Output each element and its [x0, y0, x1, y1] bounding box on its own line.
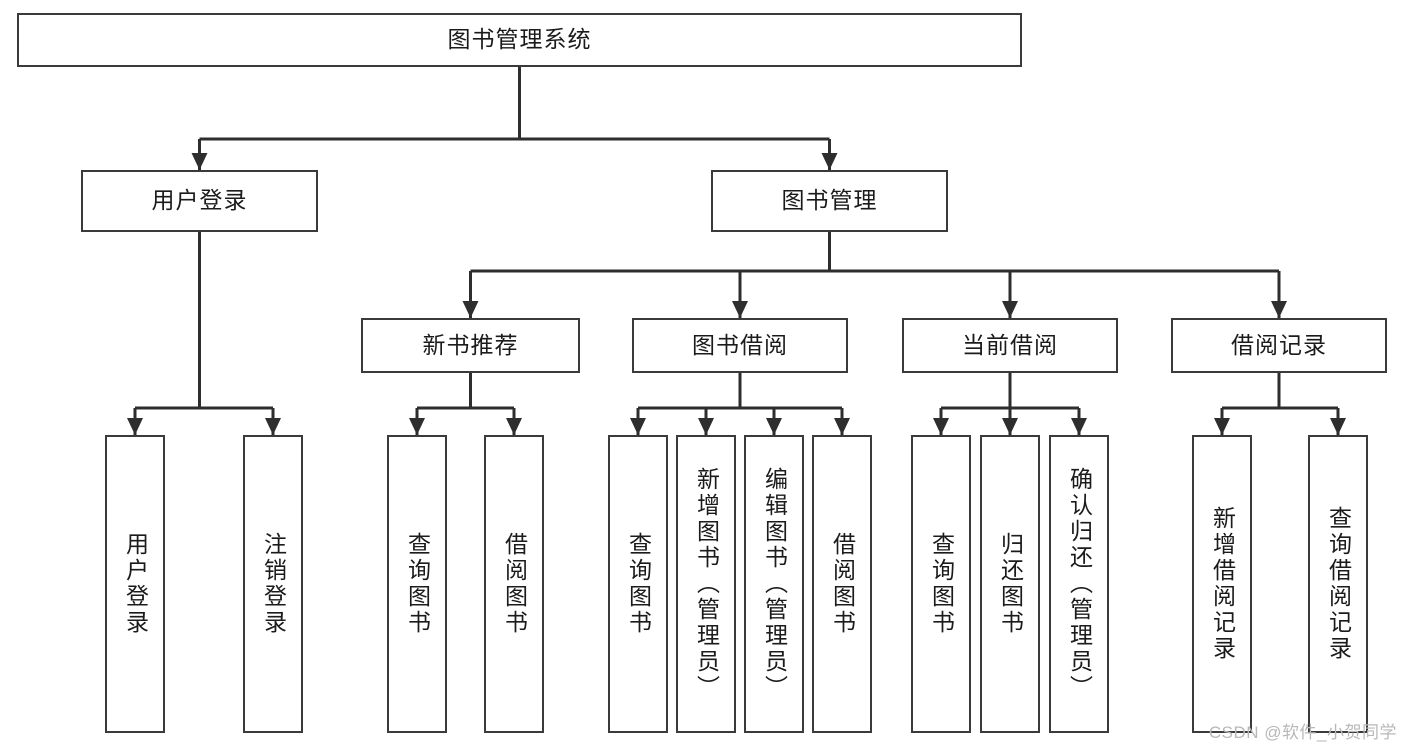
arrow-head — [698, 418, 714, 435]
node-l-nb-borrow[interactable]: 借阅图书 — [484, 435, 544, 733]
node-label: 新书推荐 — [422, 331, 519, 358]
node-label: 新增图书（管理员） — [693, 467, 720, 701]
node-records[interactable]: 借阅记录 — [1171, 318, 1387, 373]
arrow-head — [1214, 418, 1230, 435]
arrow-head — [1330, 418, 1346, 435]
arrow-head — [462, 301, 479, 318]
node-label: 归还图书 — [997, 532, 1024, 636]
node-label: 查询图书 — [625, 532, 652, 636]
arrow-head — [265, 418, 281, 435]
arrow-head — [506, 418, 522, 435]
node-root[interactable]: 图书管理系统 — [17, 13, 1022, 67]
node-label: 注销登录 — [260, 532, 287, 636]
arrow-head — [821, 153, 838, 170]
node-l-logout[interactable]: 注销登录 — [243, 435, 303, 733]
node-bookmgmt[interactable]: 图书管理 — [711, 170, 948, 232]
node-label: 新增借阅记录 — [1209, 506, 1236, 662]
node-label: 借阅记录 — [1231, 331, 1327, 358]
node-label: 用户登录 — [151, 187, 248, 214]
node-label: 借阅图书 — [829, 532, 856, 636]
node-label: 当前借阅 — [962, 331, 1058, 358]
node-l-nb-query[interactable]: 查询图书 — [387, 435, 447, 733]
node-label: 查询图书 — [928, 532, 955, 636]
node-label: 图书管理 — [781, 187, 878, 214]
arrow-head — [1071, 418, 1087, 435]
node-label: 图书借阅 — [692, 331, 788, 358]
arrow-head — [127, 418, 143, 435]
node-label: 确认归还（管理员） — [1066, 467, 1093, 701]
node-l-bk-add[interactable]: 新增图书（管理员） — [676, 435, 736, 733]
node-label: 查询借阅记录 — [1325, 506, 1352, 662]
node-l-cu-query[interactable]: 查询图书 — [911, 435, 971, 733]
arrow-head — [409, 418, 425, 435]
arrow-head — [630, 418, 646, 435]
node-l-bk-query[interactable]: 查询图书 — [608, 435, 668, 733]
node-newbook[interactable]: 新书推荐 — [361, 318, 580, 373]
node-login[interactable]: 用户登录 — [81, 170, 318, 232]
arrow-head — [766, 418, 782, 435]
arrow-head — [1002, 418, 1018, 435]
arrow-head — [834, 418, 850, 435]
arrow-head — [732, 301, 748, 318]
node-label: 图书管理系统 — [447, 26, 592, 53]
node-label: 用户登录 — [122, 532, 149, 636]
node-l-bk-borrow[interactable]: 借阅图书 — [812, 435, 872, 733]
node-l-userlogin[interactable]: 用户登录 — [105, 435, 165, 733]
arrow-head — [1002, 301, 1018, 318]
node-l-cu-return[interactable]: 归还图书 — [980, 435, 1040, 733]
arrow-head — [933, 418, 949, 435]
node-label: 查询图书 — [404, 532, 431, 636]
node-label: 借阅图书 — [501, 532, 528, 636]
node-current[interactable]: 当前借阅 — [902, 318, 1118, 373]
node-l-cu-confirm[interactable]: 确认归还（管理员） — [1049, 435, 1109, 733]
node-borrow[interactable]: 图书借阅 — [632, 318, 848, 373]
node-label: 编辑图书（管理员） — [761, 467, 788, 701]
arrow-head — [191, 153, 208, 170]
watermark-text: CSDN @软件_小贺同学 — [1208, 723, 1397, 742]
node-l-rc-add[interactable]: 新增借阅记录 — [1192, 435, 1252, 733]
arrow-head — [1271, 301, 1287, 318]
node-l-rc-query[interactable]: 查询借阅记录 — [1308, 435, 1368, 733]
node-l-bk-edit[interactable]: 编辑图书（管理员） — [744, 435, 804, 733]
